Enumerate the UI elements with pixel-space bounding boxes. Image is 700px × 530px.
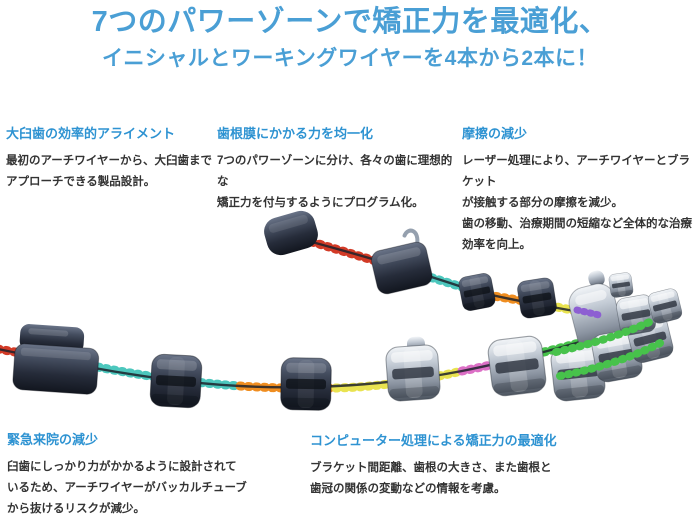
- bracket: [384, 336, 442, 403]
- feature-body: 臼歯にしっかり力がかかるように設計されて いるため、アーチワイヤーがバッカルチュ…: [7, 461, 247, 515]
- molar-tube: [12, 324, 100, 395]
- feature-body: 7つのパワーゾーンに分け、各々の歯に理想的な 矯正力を付与するようにプログラム化…: [217, 155, 453, 209]
- bracket: [149, 353, 203, 409]
- feature-body: ブラケット間距離、歯根の大きさ、また歯根と 歯冠の関係の変動などの情報を考慮。: [310, 462, 552, 495]
- bracket: [280, 357, 332, 411]
- feature-heading: 大臼歯の効率的アライメント: [6, 126, 176, 141]
- feature-friction-reduction: 摩擦の減少 レーザー処理により、アーチワイヤーとブラケット が接触する部分の摩擦…: [462, 126, 700, 256]
- feature-heading: コンピューター処理による矯正力の最適化: [310, 433, 557, 448]
- wire-core: [0, 314, 664, 389]
- page-header: 7つのパワーゾーンで矯正力を最適化、 イニシャルとワーキングワイヤーを4本から2…: [0, 4, 700, 72]
- wire-zone-purple: [573, 306, 603, 319]
- feature-emergency-visit-reduction: 緊急来院の減少 臼歯にしっかり力がかかるように設計されて いるため、アーチワイヤ…: [7, 432, 267, 520]
- feature-heading: 歯根膜にかかる力を均一化: [217, 126, 374, 141]
- bonding-pad: [264, 210, 318, 256]
- wire-zone-green-overlay: [552, 316, 666, 380]
- tube-hook: [402, 228, 420, 248]
- bracket: [515, 276, 559, 320]
- feature-uniform-force: 歯根膜にかかる力を均一化 7つのパワーゾーンに分け、各々の歯に理想的な 矯正力を…: [217, 126, 457, 214]
- feature-computer-optimization: コンピューター処理による矯正力の最適化 ブラケット間距離、歯根の大きさ、また歯根…: [310, 433, 600, 500]
- feature-heading: 緊急来院の減少: [7, 432, 99, 447]
- feature-heading: 摩擦の減少: [462, 126, 528, 141]
- feature-molar-alignment: 大臼歯の効率的アライメント 最初のアーチワイヤーから、大臼歯まで アプローチでき…: [6, 126, 216, 193]
- bracket: [608, 271, 634, 299]
- page-title-line1: 7つのパワーゾーンで矯正力を最適化、: [91, 6, 609, 38]
- molar-tube: [371, 228, 433, 295]
- page-title-line2: イニシャルとワーキングワイヤーを4本から2本に！: [101, 47, 599, 70]
- bracket: [486, 334, 548, 398]
- bracket: [457, 271, 497, 313]
- feature-body: 最初のアーチワイヤーから、大臼歯まで アプローチできる製品設計。: [6, 155, 212, 188]
- feature-body: レーザー処理により、アーチワイヤーとブラケット が接触する部分の摩擦を減少。 歯…: [462, 155, 692, 251]
